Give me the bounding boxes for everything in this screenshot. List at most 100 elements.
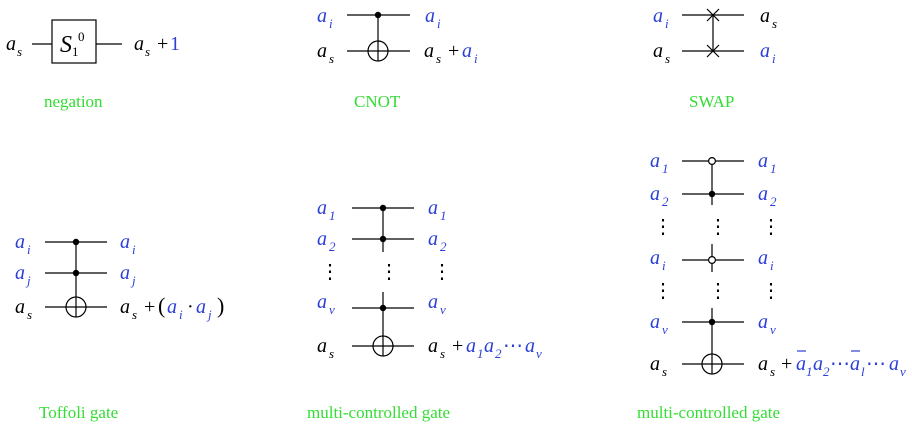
mc1-out-a1-sub: 1	[440, 208, 447, 223]
cnot-in-ai: a	[317, 5, 327, 27]
mc2-in-a2-sub: 2	[662, 194, 669, 209]
cnot-out-ai-sub: i	[437, 16, 441, 31]
cnot-out-ai2: a	[462, 40, 472, 62]
mc2-out-av: a	[758, 311, 768, 333]
tof-out-as-sub: s	[132, 307, 137, 322]
cnot-in-as: a	[317, 40, 327, 62]
tof-control-2	[72, 269, 80, 277]
swap-in-ai: a	[653, 5, 663, 27]
swap-gate: a i a s a s a i SWAP	[653, 5, 777, 111]
mc2-out-vdots-2: ⋮	[761, 280, 781, 302]
tof-in-ai: a	[15, 231, 25, 253]
tof-out-ai-sub: i	[132, 242, 136, 257]
mc2-target-oplus	[701, 353, 723, 375]
mc1-mid-vdots: ⋮	[379, 261, 399, 283]
mc1-out-as-sub: s	[440, 346, 445, 361]
mc1-in-as: a	[317, 335, 327, 357]
mc2-out-as: a	[758, 353, 768, 375]
caption-swap: SWAP	[689, 92, 734, 111]
mc2-in-ai-sub: i	[662, 258, 666, 273]
mc2-out-prod-a1: a	[796, 353, 806, 375]
mc2-out-a2: a	[758, 183, 768, 205]
mc2-out-hdots-1: ⋯	[830, 353, 850, 375]
cnot-in-as-sub: s	[329, 51, 334, 66]
caption-multi-controlled-1: multi-controlled gate	[307, 403, 450, 422]
swap-in-as: a	[653, 40, 663, 62]
tof-out-aj: a	[120, 262, 130, 284]
mc2-out-prod-av: a	[889, 353, 899, 375]
tof-out-aj2-sub: j	[206, 307, 212, 322]
mc2-mid-vdots-2: ⋮	[708, 280, 728, 302]
mc2-neg-control-i	[707, 256, 716, 265]
tof-in-aj: a	[15, 262, 25, 284]
mc1-out-a2: a	[428, 228, 438, 250]
mc2-neg-control-1	[707, 157, 716, 166]
tof-out-times: ·	[187, 296, 194, 318]
mc2-out-prod-al-sub: l	[861, 364, 865, 379]
multi-controlled-gate-1: a 1 a 2 ⋮ a v a s ⋮ a 1 a 2 ⋮ a v a s + …	[307, 197, 542, 422]
tof-out-ai2: a	[167, 296, 177, 318]
mc2-in-av: a	[650, 311, 660, 333]
neg-in-a: a	[6, 33, 16, 55]
tof-out-plus: +	[144, 296, 155, 318]
mc2-mid-vdots-1: ⋮	[708, 216, 728, 238]
tof-out-lparen: (	[158, 293, 165, 318]
cnot-out-as: a	[424, 40, 434, 62]
mc2-in-vdots-1: ⋮	[653, 216, 673, 238]
mc1-in-vdots: ⋮	[320, 261, 340, 283]
mc1-out-vdots: ⋮	[432, 261, 452, 283]
mc1-out-hdots: ⋯	[503, 335, 523, 357]
mc1-out-prod-a2-sub: 2	[495, 346, 502, 361]
mc2-in-ai: a	[650, 247, 660, 269]
mc1-in-a1: a	[317, 197, 327, 219]
cnot-out-ai2-sub: i	[474, 51, 478, 66]
caption-cnot: CNOT	[354, 92, 401, 111]
mc1-out-prod-a1: a	[466, 335, 476, 357]
cnot-control-dot	[374, 11, 382, 19]
mc2-out-av-sub: v	[770, 322, 776, 337]
mc1-in-a2: a	[317, 228, 327, 250]
mc2-out-prod-a2-sub: 2	[823, 364, 830, 379]
tof-out-ai2-sub: i	[179, 307, 183, 322]
tof-in-as: a	[15, 296, 25, 318]
toffoli-gate: a i a j a s a i a j a s + ( a i · a j ) …	[15, 231, 224, 422]
mc1-control-v	[379, 304, 387, 312]
mc2-in-a1-sub: 1	[662, 161, 669, 176]
mc2-out-a2-sub: 2	[770, 194, 777, 209]
neg-out-sub: s	[145, 44, 150, 59]
swap-cross-top	[706, 8, 720, 22]
mc2-in-vdots-2: ⋮	[653, 280, 673, 302]
mc2-out-vdots-1: ⋮	[761, 216, 781, 238]
neg-out-one: 1	[170, 33, 180, 55]
swap-in-as-sub: s	[665, 51, 670, 66]
neg-gate-symbol: S	[60, 32, 72, 58]
mc2-in-a1: a	[650, 150, 660, 172]
mc2-out-ai-sub: i	[770, 258, 774, 273]
tof-in-aj-sub: j	[25, 273, 31, 288]
mc1-in-a1-sub: 1	[329, 208, 336, 223]
mc1-target-oplus	[372, 335, 394, 357]
swap-out-as-sub: s	[772, 16, 777, 31]
tof-out-ai: a	[120, 231, 130, 253]
mc2-in-as-sub: s	[662, 364, 667, 379]
cnot-out-ai: a	[425, 5, 435, 27]
mc2-out-plus: +	[781, 353, 792, 375]
cnot-out-as-sub: s	[436, 51, 441, 66]
tof-out-as: a	[120, 296, 130, 318]
tof-in-as-sub: s	[27, 307, 32, 322]
swap-in-ai-sub: i	[665, 16, 669, 31]
mc1-out-av-sub: v	[440, 302, 446, 317]
swap-out-as: a	[760, 5, 770, 27]
mc1-control-2	[379, 235, 387, 243]
mc2-out-prod-a2: a	[813, 353, 823, 375]
neg-out-plus: +	[157, 33, 168, 55]
mc1-out-av: a	[428, 291, 438, 313]
mc2-control-2	[708, 190, 716, 198]
tof-out-aj-sub: j	[130, 273, 136, 288]
mc2-out-a1-sub: 1	[770, 161, 777, 176]
mc1-out-prod-a1-sub: 1	[477, 346, 484, 361]
tof-control-1	[72, 238, 80, 246]
cnot-gate: a i a s a i a s + a i CNOT	[317, 5, 478, 111]
